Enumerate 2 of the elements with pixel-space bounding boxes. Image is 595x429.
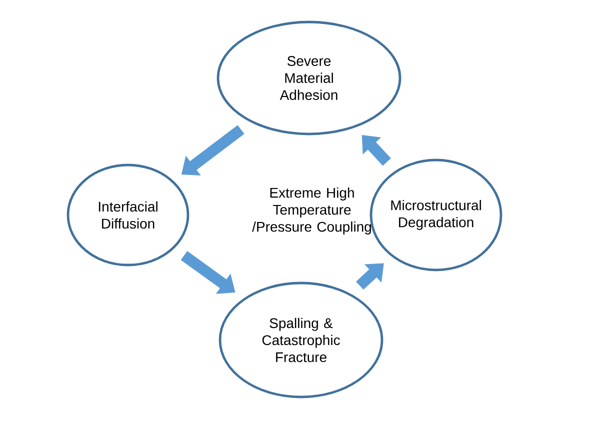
block-arrow [356,263,384,290]
center-label: Extreme High Temperature /Pressure Coupling [252,187,371,235]
